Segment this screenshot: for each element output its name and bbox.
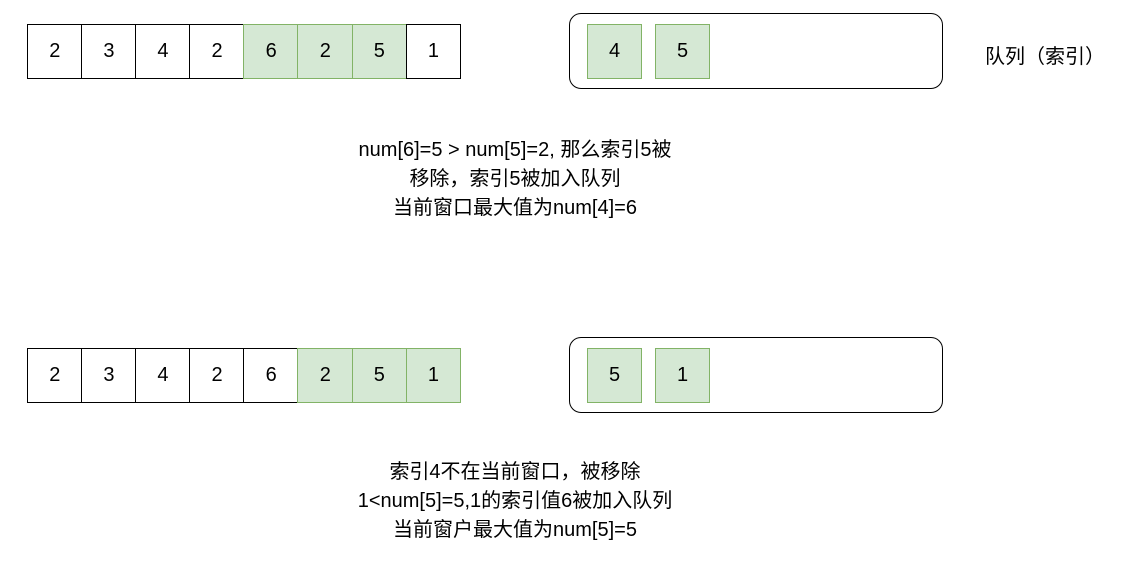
queue-item: 1 — [655, 348, 710, 403]
array-cell: 6 — [243, 348, 299, 403]
array-cell-in-window: 1 — [405, 348, 462, 403]
array-cell: 3 — [81, 24, 137, 79]
note-line: num[6]=5 > num[5]=2, 那么索引5被 — [358, 139, 672, 161]
queue-item: 5 — [587, 348, 642, 403]
array-cell-in-window: 2 — [297, 348, 354, 403]
array-cell: 3 — [81, 348, 137, 403]
note-line: 索引4不在当前窗口，被移除 — [389, 461, 641, 483]
queue-label: 队列（索引） — [985, 46, 1105, 68]
array-cell-in-window: 2 — [297, 24, 354, 79]
array-cell: 2 — [189, 24, 245, 79]
note-line: 1<num[5]=5,1的索引值6被加入队列 — [357, 490, 673, 512]
array-cell: 2 — [27, 24, 83, 79]
array-cell: 1 — [405, 24, 462, 79]
queue-item: 5 — [655, 24, 710, 79]
array-cell-in-window: 5 — [351, 24, 408, 79]
array-cell-in-window: 6 — [243, 24, 299, 79]
queue-item: 4 — [587, 24, 642, 79]
array-cell: 2 — [27, 348, 83, 403]
explanation-note-bottom: 索引4不在当前窗口，被移除 1<num[5]=5,1的索引值6被加入队列 当前窗… — [235, 458, 795, 545]
array-cell: 4 — [135, 348, 191, 403]
array-window-top: 2 3 4 2 6 2 5 1 — [27, 24, 462, 79]
note-line: 当前窗口最大值为num[4]=6 — [393, 197, 637, 219]
note-line: 移除，索引5被加入队列 — [409, 168, 621, 190]
array-cell: 2 — [189, 348, 245, 403]
note-line: 当前窗户最大值为num[5]=5 — [393, 519, 637, 541]
array-cell: 4 — [135, 24, 191, 79]
queue-container-top: 4 5 — [569, 13, 943, 89]
array-cell-in-window: 5 — [351, 348, 408, 403]
array-window-bottom: 2 3 4 2 6 2 5 1 — [27, 348, 462, 403]
explanation-note-top: num[6]=5 > num[5]=2, 那么索引5被 移除，索引5被加入队列 … — [235, 136, 795, 223]
queue-container-bottom: 5 1 — [569, 337, 943, 413]
